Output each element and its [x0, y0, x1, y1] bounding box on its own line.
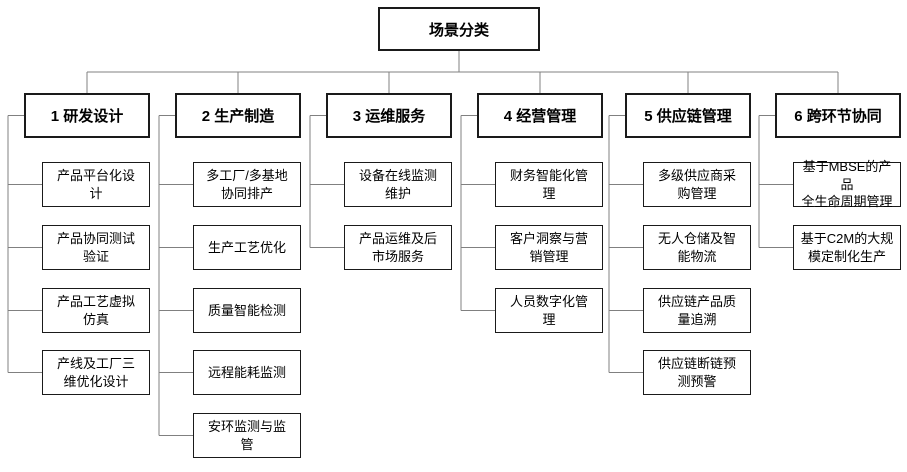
item-box-2-2: 生产工艺优化 — [193, 225, 301, 270]
item-box-4-1: 财务智能化管 理 — [495, 162, 603, 207]
item-box-4-3: 人员数字化管 理 — [495, 288, 603, 333]
root-node-scene-classification: 场景分类 — [378, 7, 540, 51]
item-box-6-1: 基于MBSE的产品 全生命周期管理 — [793, 159, 901, 209]
category-box-2: 2 生产制造 — [175, 93, 301, 138]
category-box-1: 1 研发设计 — [24, 93, 150, 138]
item-box-3-2: 产品运维及后 市场服务 — [344, 225, 452, 270]
item-box-5-1: 多级供应商采 购管理 — [643, 162, 751, 207]
category-box-3: 3 运维服务 — [326, 93, 452, 138]
item-box-1-4: 产线及工厂三 维优化设计 — [42, 350, 150, 395]
item-box-6-2: 基于C2M的大规 模定制化生产 — [793, 225, 901, 270]
item-box-4-2: 客户洞察与营 销管理 — [495, 225, 603, 270]
item-box-3-1: 设备在线监测 维护 — [344, 162, 452, 207]
category-box-6: 6 跨环节协同 — [775, 93, 901, 138]
item-box-2-5: 安环监测与监 管 — [193, 413, 301, 458]
item-box-2-3: 质量智能检测 — [193, 288, 301, 333]
item-box-2-1: 多工厂/多基地 协同排产 — [193, 162, 301, 207]
category-box-4: 4 经营管理 — [477, 93, 603, 138]
item-box-2-4: 远程能耗监测 — [193, 350, 301, 395]
item-box-5-2: 无人仓储及智 能物流 — [643, 225, 751, 270]
item-box-1-3: 产品工艺虚拟 仿真 — [42, 288, 150, 333]
item-box-5-4: 供应链断链预 测预警 — [643, 350, 751, 395]
item-box-5-3: 供应链产品质 量追溯 — [643, 288, 751, 333]
item-box-1-2: 产品协同测试 验证 — [42, 225, 150, 270]
category-box-5: 5 供应链管理 — [625, 93, 751, 138]
item-box-1-1: 产品平台化设 计 — [42, 162, 150, 207]
